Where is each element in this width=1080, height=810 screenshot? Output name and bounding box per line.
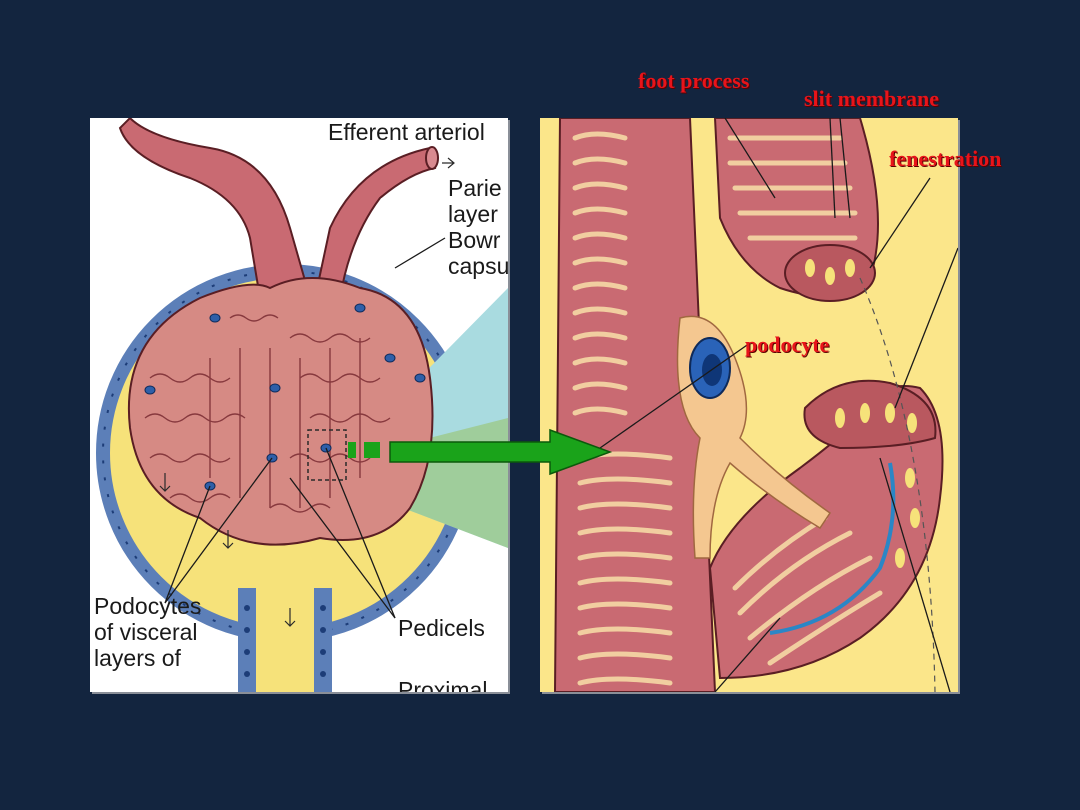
glomerulus-illustration: [96, 118, 508, 692]
pedicels-label: Pedicels: [398, 615, 485, 641]
podocyte-illustration: [553, 118, 958, 692]
glomerulus-capillary-tuft: [127, 277, 434, 546]
slit-membrane-label: slit membrane: [804, 86, 940, 111]
parietal-layer-label-line4: capsu: [448, 253, 508, 279]
parietal-layer-label-line2: layer: [448, 201, 498, 227]
foot-process-label: foot process: [638, 68, 750, 93]
glomerulus-panel: Efferent arteriol Parie layer Bowr capsu…: [90, 118, 508, 692]
podocytes-label-line1: Podocytes: [94, 593, 202, 619]
podocyte-closeup-panel: [540, 118, 958, 692]
parietal-layer-label-line1: Parie: [448, 175, 502, 201]
parietal-layer-label-line3: Bowr: [448, 227, 501, 253]
efferent-arteriole-label: Efferent arteriol: [328, 119, 485, 145]
podocyte-label: podocyte: [745, 332, 830, 357]
podocytes-label-line3: layers of: [94, 645, 181, 671]
proximal-tubule-label: Proximal: [398, 677, 488, 693]
podocytes-label-line2: of visceral: [94, 619, 198, 645]
fenestration-label: fenestration: [889, 146, 1002, 171]
